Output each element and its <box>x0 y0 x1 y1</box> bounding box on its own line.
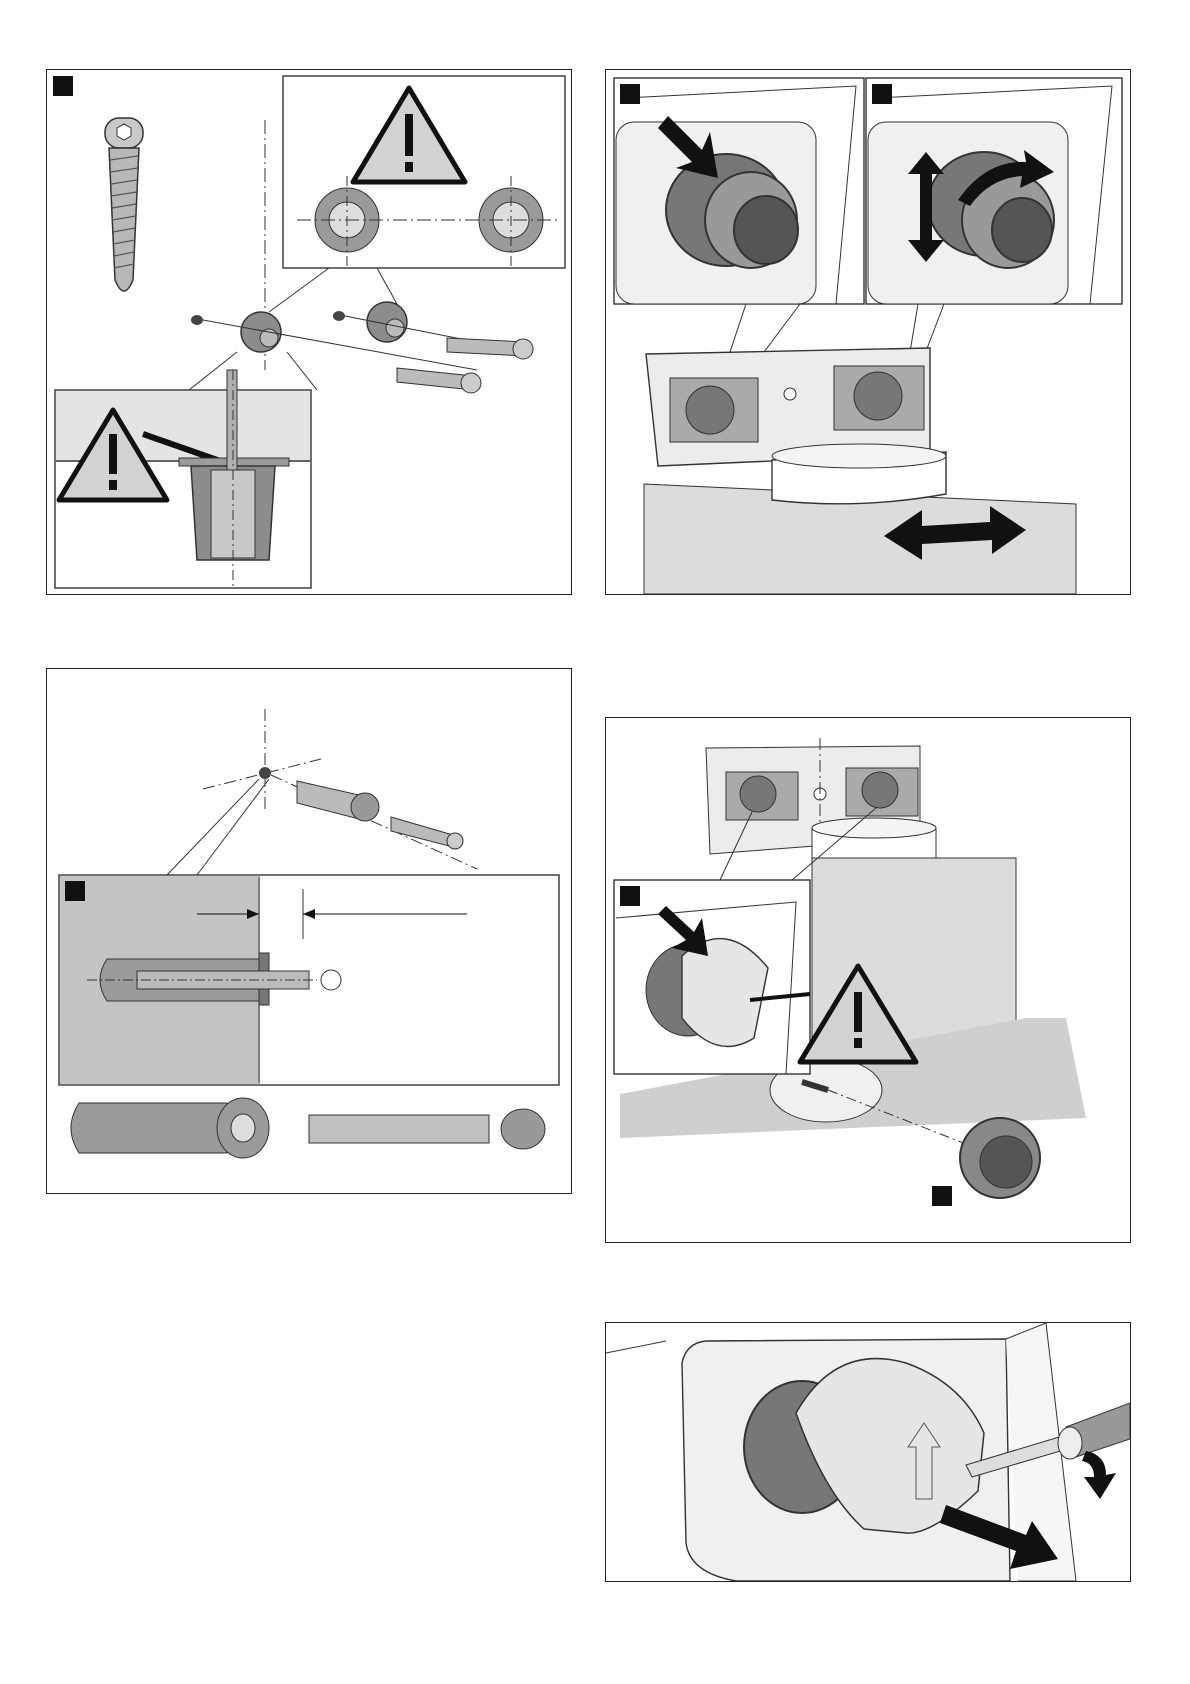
expansion-anchor-illustration <box>47 669 571 1193</box>
panel-expansion-anchor <box>46 668 572 1194</box>
step-marker <box>932 1186 952 1206</box>
torx-screw-head-icon <box>321 970 341 990</box>
torx-screw-head-icon <box>105 118 143 291</box>
panel-adapter-release <box>605 1322 1131 1582</box>
step-marker <box>620 84 640 104</box>
step-marker <box>53 76 73 96</box>
panel-wall-plug-mounting <box>46 69 572 595</box>
wall-plug-illustration <box>47 70 571 594</box>
step-marker <box>620 886 640 906</box>
adapter-release-illustration <box>606 1323 1130 1581</box>
panel-adapter-rotation <box>605 69 1131 595</box>
adapter-rotation-illustration <box>606 70 1130 594</box>
step-marker <box>872 84 892 104</box>
step-marker <box>65 881 85 901</box>
panel-adapter-secure <box>605 717 1131 1243</box>
adapter-secure-illustration <box>606 718 1130 1242</box>
rotate-arrow-icon <box>1082 1451 1116 1499</box>
